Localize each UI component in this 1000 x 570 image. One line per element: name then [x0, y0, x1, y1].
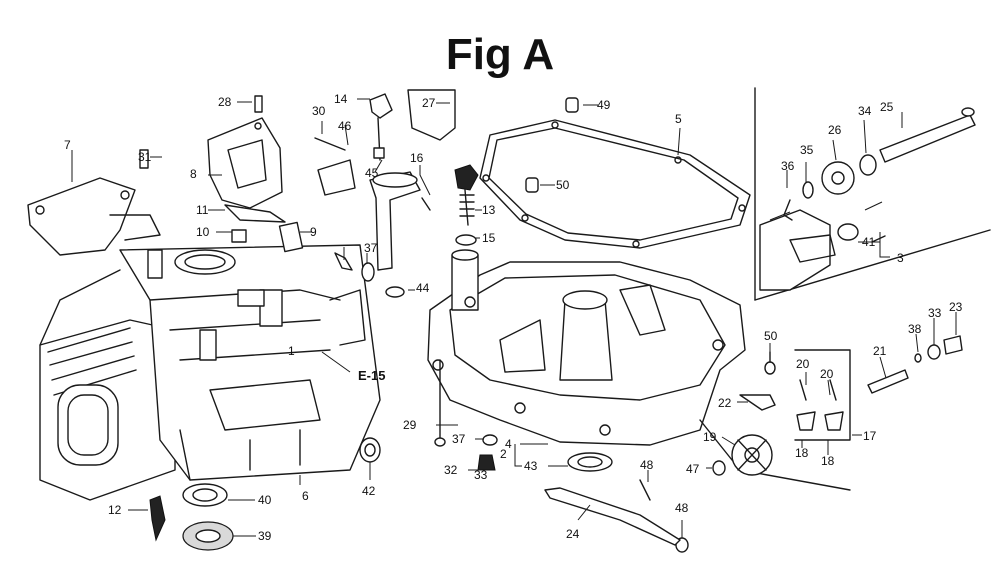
part-number-label: 18	[821, 454, 835, 468]
part-number-label: 40	[258, 493, 272, 507]
part-number-label: 42	[362, 484, 376, 498]
leader-lines	[71, 98, 957, 538]
governor-assembly-upper-right	[754, 87, 991, 301]
reference-label-e15: E-15	[358, 368, 385, 383]
part-number-label: 9	[310, 225, 317, 239]
part-number-label: 15	[482, 231, 496, 245]
part-number-label: 6	[302, 489, 309, 503]
part-number-label: 48	[640, 458, 654, 472]
oil-plug-part-13	[454, 164, 479, 246]
part-number-label: 31	[138, 150, 152, 164]
part-number-label: 43	[524, 459, 538, 473]
part-number-label: 8	[190, 167, 197, 181]
part-number-label: 28	[218, 95, 232, 109]
dipstick-tube-part-16	[369, 171, 431, 298]
part-number-label: 10	[196, 225, 210, 239]
part-number-label: 13	[482, 203, 496, 217]
part-number-label: 20	[820, 367, 834, 381]
seals-and-bolts-center	[434, 351, 776, 472]
part-number-label: 11	[196, 203, 209, 217]
part-number-label: 2	[500, 447, 507, 461]
direction-arrow	[864, 201, 883, 211]
part-number-label: 47	[686, 462, 700, 476]
part-number-label: 7	[64, 138, 71, 152]
part-number-label: 34	[858, 104, 872, 118]
part-number-label: 48	[675, 501, 689, 515]
part-number-label: 12	[108, 503, 122, 517]
direction-arrow	[769, 211, 791, 221]
part-number-label: 35	[800, 143, 814, 157]
part-number-label: 30	[312, 104, 326, 118]
part-number-label: 23	[949, 300, 963, 314]
part-number-label: 41	[862, 235, 876, 249]
dowel-pins-part-50	[525, 97, 579, 193]
part-number-label: 4	[505, 437, 512, 451]
part-number-label: 36	[781, 159, 795, 173]
part-number-label: 20	[796, 357, 810, 371]
part-number-label: 37	[452, 432, 466, 446]
part-number-label: 18	[795, 446, 809, 460]
small-parts-left	[139, 89, 456, 282]
governor-parts-lower-right	[544, 335, 963, 553]
part-number-label: 25	[880, 100, 894, 114]
part-number-label: 3	[897, 251, 904, 265]
bearings-and-seals-bottom	[149, 437, 381, 551]
part-number-label: 45	[365, 166, 379, 180]
part-number-label: 44	[416, 281, 430, 295]
part-number-label: 38	[908, 322, 922, 336]
part-number-label: 17	[863, 429, 877, 443]
part-number-label: 21	[873, 344, 887, 358]
figure-title: Fig A	[445, 30, 555, 79]
part-number-labels: 1234567891011121314151617181819202021222…	[64, 92, 963, 543]
part-number-label: 37	[364, 241, 378, 255]
part-number-label: 29	[403, 418, 417, 432]
part-number-label: 26	[828, 123, 842, 137]
part-number-label: 19	[703, 430, 717, 444]
part-number-label: 5	[675, 112, 682, 126]
cover-part-8	[207, 117, 286, 223]
part-number-label: 33	[928, 306, 942, 320]
part-number-label: 22	[718, 396, 732, 410]
part-number-label: 24	[566, 527, 580, 541]
part-number-label: 50	[764, 329, 778, 343]
bracket-part-7	[27, 177, 161, 256]
part-number-label: 39	[258, 529, 272, 543]
part-number-label: 14	[334, 92, 348, 106]
part-number-label: 1	[288, 344, 295, 358]
part-number-label: 16	[410, 151, 424, 165]
part-number-label: 32	[444, 463, 458, 477]
part-number-label: 50	[556, 178, 570, 192]
part-number-label: 49	[597, 98, 611, 112]
part-number-label: 33	[474, 468, 488, 482]
gasket-part-5	[479, 119, 751, 249]
cylinder-block	[39, 244, 381, 501]
part-number-label: 46	[338, 119, 352, 133]
part-number-label: 27	[422, 96, 436, 110]
crankcase-cover-part-4	[427, 249, 746, 446]
